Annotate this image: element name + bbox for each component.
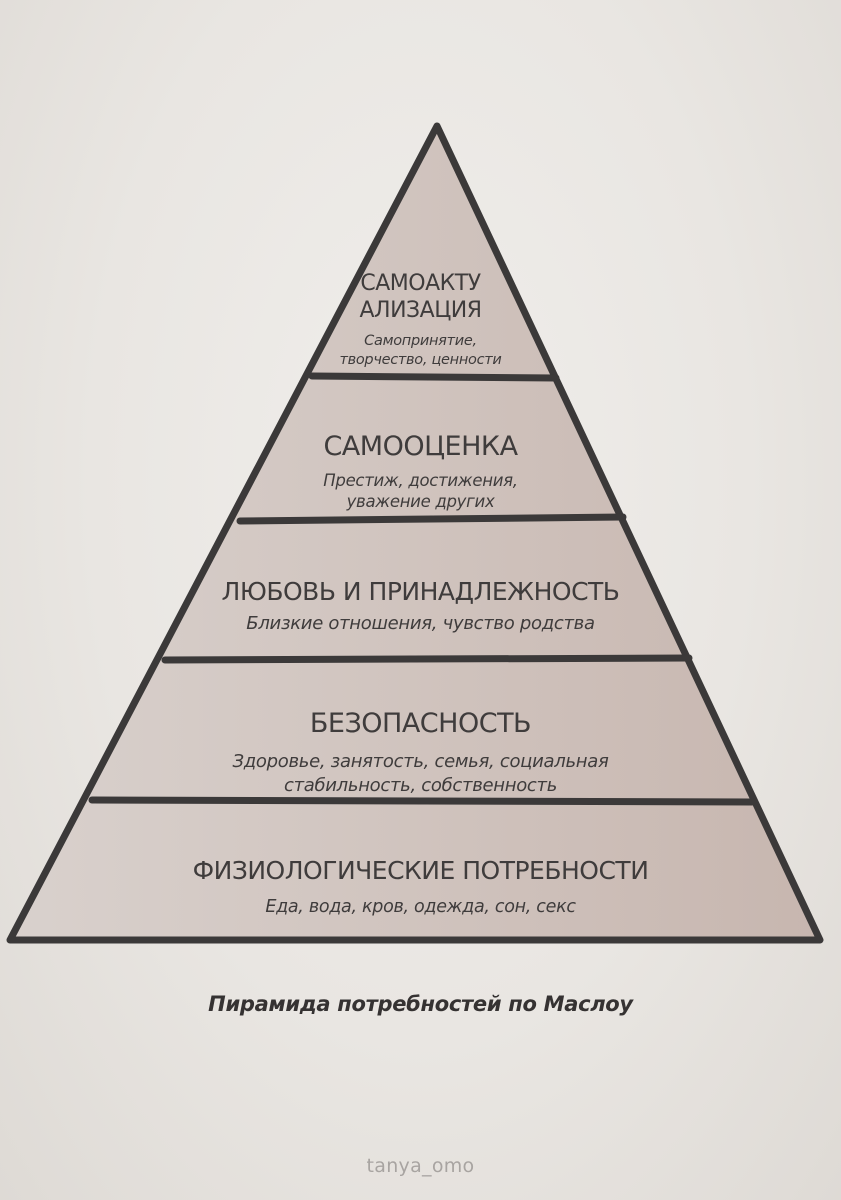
divider-self-actualization — [308, 372, 560, 382]
level-esteem-title: САМООЦЕНКА — [323, 431, 518, 462]
level-self-actualization-description: Самопринятие, творчество, ценности — [339, 333, 502, 368]
level-safety-title: БЕЗОПАСНОСТЬ — [309, 708, 532, 739]
level-esteem-description: Престиж, достижения, уважение других — [323, 471, 518, 511]
level-love-belonging-description: Близкие отношения, чувство родства — [246, 613, 595, 634]
level-physiological-description: Еда, вода, кров, одежда, сон, секс — [265, 897, 576, 917]
author-signature: tanya_omo — [366, 1155, 475, 1177]
level-physiological-title: ФИЗИОЛОГИЧЕСКИЕ ПОТРЕБНОСТИ — [192, 856, 649, 885]
pyramid-body — [6, 122, 824, 944]
level-love-belonging-title: ЛЮБОВЬ И ПРИНАДЛЕЖНОСТЬ — [221, 577, 620, 606]
level-self-actualization-title: САМОАКТУ АЛИЗАЦИЯ — [359, 271, 482, 323]
level-safety-description: Здоровье, занятость, семья, социальная с… — [232, 751, 609, 796]
divider-safety — [88, 796, 756, 806]
diagram-caption: Пирамида потребностей по Маслоу — [208, 992, 633, 1016]
divider-love-belonging — [161, 654, 693, 664]
divider-esteem — [236, 513, 627, 525]
